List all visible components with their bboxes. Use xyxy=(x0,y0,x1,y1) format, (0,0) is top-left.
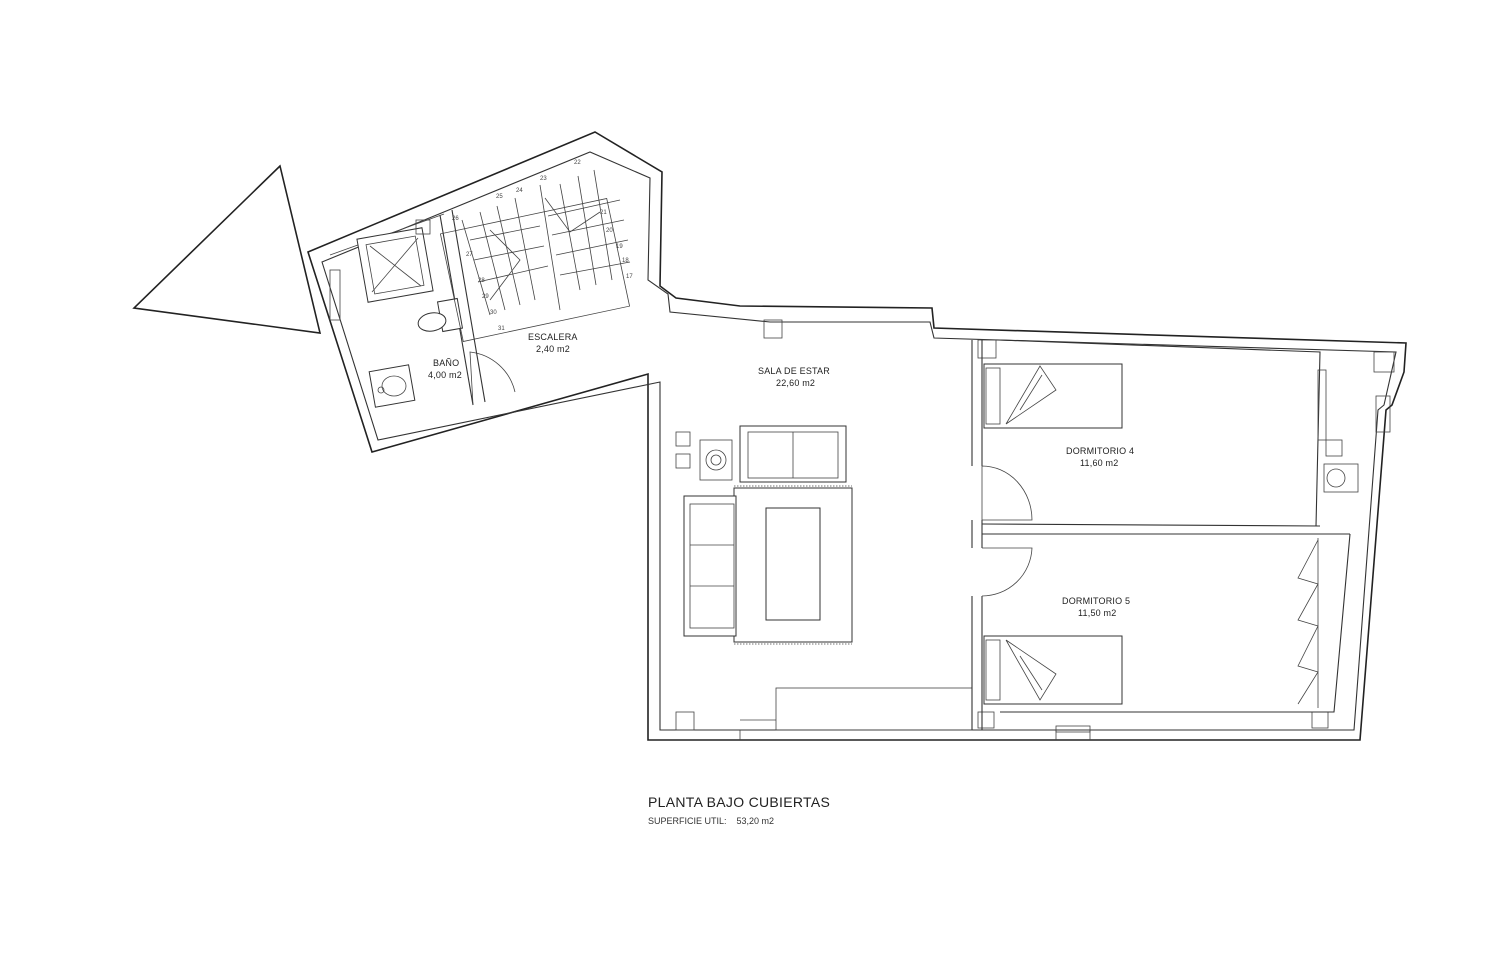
shaft-box xyxy=(763,319,783,339)
bed-dorm4 xyxy=(983,363,1123,429)
bed-dorm5 xyxy=(983,635,1123,705)
room-area-bano: 4,00 m2 xyxy=(428,370,462,380)
step-30: 30 xyxy=(490,310,497,316)
shower-tray xyxy=(356,227,434,303)
roof-triangle xyxy=(132,164,322,334)
shaft-box xyxy=(415,219,431,235)
sofa-small xyxy=(739,425,847,483)
room-name-bano: BAÑO xyxy=(433,358,459,368)
bench xyxy=(775,687,973,731)
room-area-dorm4: 11,60 m2 xyxy=(1080,458,1118,468)
step-29: 29 xyxy=(482,294,489,300)
bedroom-partition xyxy=(981,523,1321,527)
step-18: 18 xyxy=(622,258,629,264)
coffee-table xyxy=(765,507,821,621)
stair: 17 18 19 20 21 22 23 24 25 26 27 28 29 3… xyxy=(439,160,633,342)
window-right-frame xyxy=(1375,395,1391,433)
surface-value: 53,20 m2 xyxy=(736,816,775,826)
room-area-dorm5: 11,50 m2 xyxy=(1078,608,1116,618)
room-name-dorm5: DORMITORIO 5 xyxy=(1062,596,1130,606)
step-20: 20 xyxy=(606,228,613,234)
shaft-box xyxy=(1311,711,1329,729)
shaft-box xyxy=(977,339,997,359)
outer-wall xyxy=(307,131,1407,741)
water-heater xyxy=(1323,463,1359,493)
step-21: 21 xyxy=(600,210,607,216)
sofa-large xyxy=(683,495,737,637)
step-22: 22 xyxy=(574,160,581,166)
step-28: 28 xyxy=(478,278,485,284)
room-name-escalera: ESCALERA xyxy=(528,332,578,342)
wardrobe xyxy=(1297,539,1319,705)
room-area-escalera: 2,40 m2 xyxy=(536,344,570,354)
shaft-box xyxy=(675,711,695,731)
room-name-sala: SALA DE ESTAR xyxy=(758,366,830,376)
step-27: 27 xyxy=(466,252,473,258)
window-right xyxy=(1317,369,1327,441)
window-bottom xyxy=(1055,725,1091,733)
step-25: 25 xyxy=(496,194,503,200)
shaft-box xyxy=(1325,439,1343,457)
step-31: 31 xyxy=(498,326,505,332)
plan-title: PLANTA BAJO CUBIERTAS xyxy=(648,794,831,810)
bath-window xyxy=(329,269,341,321)
step-19: 19 xyxy=(616,244,623,250)
step-17: 17 xyxy=(626,274,633,280)
stove xyxy=(699,439,733,481)
surface-label: SUPERFICIE UTIL: xyxy=(648,816,727,826)
room-area-sala: 22,60 m2 xyxy=(776,378,815,388)
shaft-box xyxy=(977,711,995,729)
inner-wall xyxy=(321,151,1397,731)
shaft-box xyxy=(675,431,691,447)
step-23: 23 xyxy=(540,176,547,182)
room-name-dorm4: DORMITORIO 4 xyxy=(1066,446,1134,456)
shaft-box xyxy=(1373,351,1395,373)
surface-summary: SUPERFICIE UTIL: 53,20 m2 xyxy=(648,816,784,826)
shaft-box xyxy=(675,453,691,469)
washbasin xyxy=(368,364,416,408)
door-dorm5 xyxy=(981,547,1033,597)
bath-door xyxy=(469,351,516,406)
door-dorm4 xyxy=(981,465,1033,521)
step-24: 24 xyxy=(516,188,523,194)
step-26: 26 xyxy=(452,216,459,222)
